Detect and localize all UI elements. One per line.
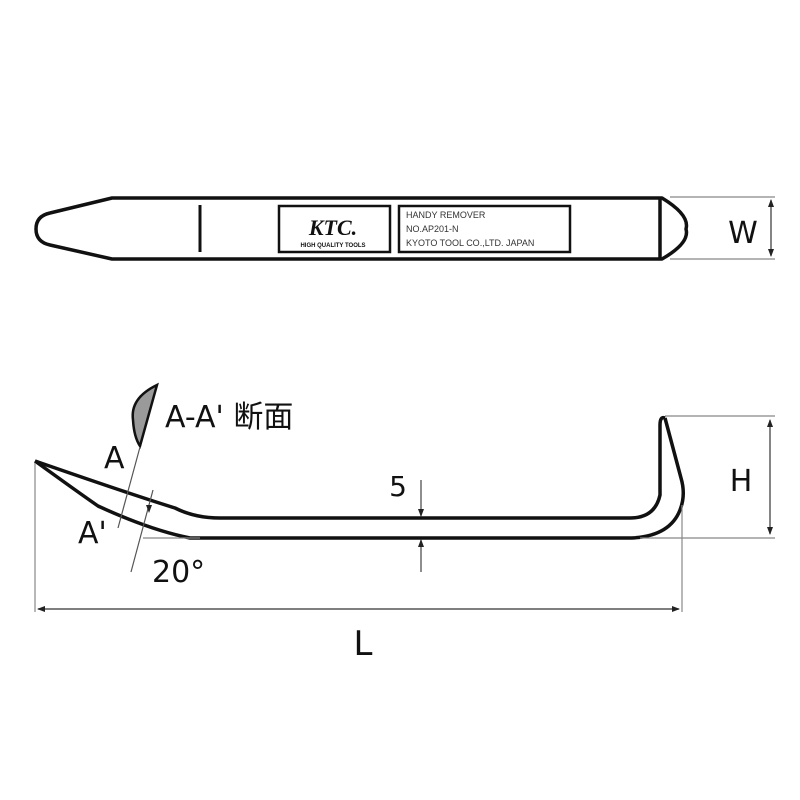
width-label: W [728, 216, 758, 251]
plate-line-product: HANDY REMOVER [406, 210, 486, 220]
product-info-plate: HANDY REMOVER NO.AP201-N KYOTO TOOL CO.,… [397, 204, 572, 254]
section-mark-a: A [104, 441, 125, 476]
angle-label: 20° [152, 555, 205, 590]
ktc-logo-plate: KTC. HIGH QUALITY TOOLS [277, 204, 392, 254]
width-dimension: W [670, 196, 775, 260]
length-dimension: L [34, 463, 683, 664]
ktc-tagline: HIGH QUALITY TOOLS [300, 243, 365, 249]
plate-line-maker: KYOTO TOOL CO.,LTD. JAPAN [406, 238, 534, 248]
thickness-dimension: 5 [389, 470, 424, 572]
height-label: H [730, 464, 753, 499]
angle-dimension: 20° [130, 489, 205, 590]
ktc-logo: KTC. [308, 215, 357, 240]
section-title: A-A' 断面 [165, 400, 293, 435]
section-a-a-prime: A-A' 断面 A A' [78, 382, 293, 551]
plate-line-model: NO.AP201-N [406, 224, 459, 234]
height-dimension: H [640, 415, 775, 539]
thickness-label: 5 [389, 470, 407, 503]
section-mark-a-prime: A' [78, 516, 107, 551]
length-label: L [354, 624, 373, 664]
